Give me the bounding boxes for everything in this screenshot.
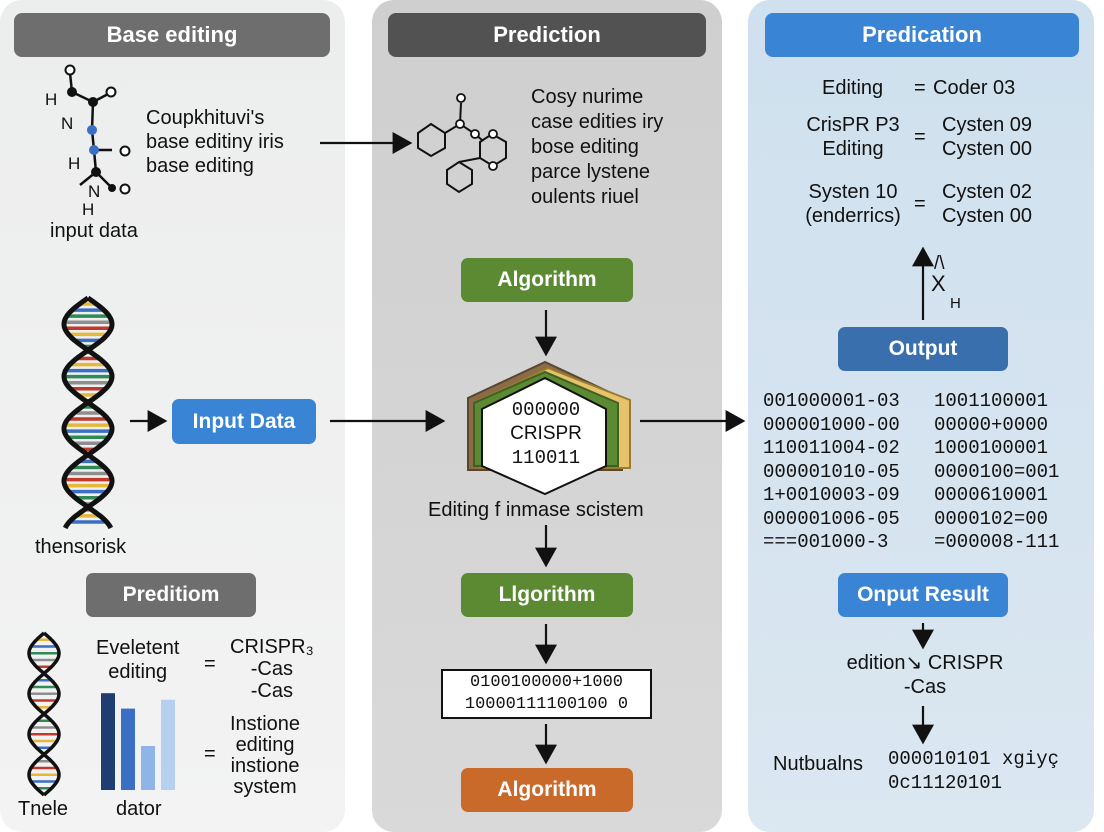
binary-cell: 000001010-05: [763, 460, 900, 483]
chem-text-line: bose editing: [531, 136, 639, 158]
binary-line: 10000111100100 0: [464, 695, 629, 714]
nutbuals-value: 000010101 xgiyç 0c11120101: [888, 747, 1059, 795]
algorithm-pill-3: Algorithm: [461, 768, 633, 812]
binary-cell: 000001006-05: [763, 507, 900, 530]
binary-column-2: 1001100001 00000+0000 1000100001 0000100…: [934, 390, 1059, 555]
equation-text: -Cas: [250, 658, 293, 680]
chem-description: Cosy nurime case edities iry bose editin…: [531, 85, 663, 210]
equation-right: Instione editing instione system: [230, 714, 300, 798]
glyph-h: H: [950, 295, 961, 312]
prediction-pill: Preditiom: [86, 573, 256, 617]
equals-sign: =: [914, 126, 926, 148]
edition-line: -Cas: [903, 676, 947, 698]
equation-left: Eveletent editing: [96, 636, 179, 684]
equation-text: Eveletent: [96, 637, 180, 659]
hexagon-line: CRISPR: [510, 423, 582, 444]
dna-caption: thensorisk: [35, 536, 127, 558]
equation-text: instione: [230, 755, 300, 777]
binary-cell: 1+0010003-09: [763, 484, 900, 506]
molecule-text-line: base editing: [146, 155, 254, 177]
hexagon-text: 000000 CRISPR 110011: [496, 398, 596, 470]
binary-cell: 110011004-02: [763, 437, 900, 459]
eq-right: Cysten 09 Cysten 00: [942, 113, 1032, 161]
equals-sign: =: [914, 193, 926, 215]
algorithm-pill-1: Algorithm: [461, 258, 633, 302]
base-editing-header: Base editing: [14, 13, 330, 57]
atom-label: N: [61, 114, 74, 133]
binary-cell: 0000100=001: [934, 460, 1060, 483]
binary-cell: 00000+0000: [934, 413, 1049, 436]
binary-cell: =000008-111: [934, 531, 1060, 553]
equation-text: -Cas: [250, 680, 293, 702]
molecule-text-line: Coupkhituvi's: [146, 107, 265, 129]
hexagon-line: 000000: [511, 399, 581, 421]
input-data-button[interactable]: Input Data: [172, 399, 316, 444]
binary-cell: 0000610001: [934, 484, 1049, 506]
binary-cell: 0000102=00: [934, 507, 1049, 530]
eq-text: (enderrics): [805, 205, 901, 227]
eq-text: Systen 10: [808, 181, 898, 203]
output-pill: Output: [838, 327, 1008, 371]
binary-column-1: 001000001-03 000001000-00 110011004-02 0…: [763, 390, 900, 555]
atom-label: H: [68, 154, 81, 173]
glyph-top: /\: [934, 253, 945, 274]
edition-line: edition↘ CRISPR: [846, 652, 1004, 674]
chem-text-line: Cosy nurime: [531, 86, 644, 108]
output-result-pill: Onput Result: [838, 573, 1008, 617]
equals-sign: =: [914, 77, 926, 99]
edition-text: edition↘ CRISPR -Cas: [845, 651, 1005, 699]
prediction-header: Prediction: [388, 13, 706, 57]
binary-box-text: 0100100000+1000 10000111100100 0: [443, 672, 650, 716]
input-data-caption: input data: [50, 220, 138, 242]
binary-cell: 000001000-00: [763, 413, 900, 436]
equals-sign: =: [204, 743, 216, 765]
equation-text: system: [233, 776, 297, 798]
atom-label: N: [88, 182, 101, 201]
predication-header: Predication: [765, 13, 1079, 57]
eq-left: CrisPR P3 Editing: [803, 113, 903, 161]
predication-panel: [748, 0, 1094, 832]
eq-text: CrisPR P3: [806, 114, 900, 136]
eq-left: Editing: [822, 77, 884, 99]
eq-right: Coder 03: [933, 77, 1016, 99]
equation-text: Instione: [230, 713, 301, 735]
equation-text: editing: [235, 734, 295, 756]
binary-box: 0100100000+1000 10000111100100 0: [441, 669, 652, 719]
atom-label: H: [45, 90, 58, 109]
binary-cell: 001000001-03: [763, 390, 900, 412]
nutbuals-label: Nutbualns: [773, 753, 864, 775]
chem-text-line: case edities iry: [531, 111, 664, 133]
equation-right: CRISPR₃ -Cas -Cas: [230, 636, 314, 702]
eq-left: Systen 10 (enderrics): [795, 180, 911, 228]
eq-text: Cysten 02: [942, 181, 1033, 203]
eq-text: Cysten 00: [942, 138, 1033, 160]
algorithm-pill-2: Llgorithm: [461, 573, 633, 617]
equals-sign: =: [204, 653, 216, 675]
bars-caption: dator: [116, 798, 162, 820]
eq-text: Editing: [822, 138, 884, 160]
glyph-x: X: [931, 271, 946, 296]
eq-right: Cysten 02 Cysten 00: [942, 180, 1032, 228]
molecule-text-line: base editiny iris: [146, 131, 284, 153]
chem-text-line: oulents riuel: [531, 186, 639, 208]
eq-text: Cysten 00: [942, 205, 1033, 227]
binary-line: 0100100000+1000: [469, 673, 624, 692]
chem-text-line: parce lystene: [531, 161, 650, 183]
equation-text: CRISPR₃: [230, 636, 314, 658]
molecule-description: Coupkhituvi's base editiny iris base edi…: [146, 106, 284, 178]
eq-text: Cysten 09: [942, 114, 1033, 136]
binary-cell: 1000100001: [934, 437, 1049, 459]
nutbuals-line: 000010101 xgiyç: [888, 748, 1060, 770]
small-dna-caption: Tnele: [18, 798, 69, 820]
hexagon-caption: Editing f inmase scistem: [428, 499, 644, 521]
nutbuals-line: 0c11120101: [888, 772, 1003, 794]
hexagon-line: 110011: [511, 447, 581, 469]
atom-label: H: [82, 200, 95, 219]
binary-cell: ===001000-3: [763, 531, 889, 553]
equation-text: editing: [108, 661, 168, 683]
binary-cell: 1001100001: [934, 390, 1049, 412]
